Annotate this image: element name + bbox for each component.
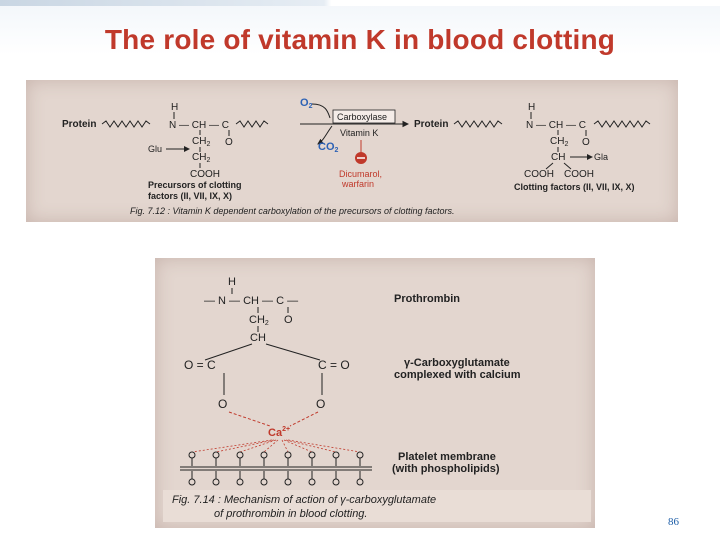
h-right: H — [528, 102, 535, 113]
ch2-right: CH2 — [550, 136, 568, 148]
zigzag-chain-left — [101, 120, 151, 128]
figure-7-14: H — N — CH — C — CH2 O CH O = C C = O O … — [163, 276, 591, 522]
co2-arrow — [317, 125, 333, 145]
figure-7-12: Protein H N — CH — C O CH2 CH2 COOH Glu … — [62, 97, 651, 216]
cooh-left: COOH — [190, 169, 220, 180]
zigzag-chain-right — [453, 120, 503, 128]
o2-arrow — [311, 103, 331, 119]
figure-7-14-caption-line-1: Fig. 7.14 : Mechanism of action of γ-car… — [172, 494, 436, 506]
gamma-label-1: γ-Carboxyglutamate — [404, 357, 510, 369]
o2-label: O2 — [300, 97, 313, 110]
platelet-membrane-drawing — [180, 451, 372, 486]
cooh-right-2: COOH — [564, 169, 594, 180]
ch2-left: CH2 — [192, 136, 210, 148]
ch-label: CH — [250, 332, 266, 344]
page-number: 86 — [668, 516, 679, 528]
figure-7-12-caption: Fig. 7.12 : Vitamin K dependent carboxyl… — [130, 206, 455, 216]
slide-title: The role of vitamin K in blood clotting — [104, 24, 616, 55]
prothrombin-label: Prothrombin — [394, 293, 460, 305]
o-right: O — [582, 137, 590, 148]
platelet-label-1: Platelet membrane — [398, 451, 496, 463]
platelet-label-2: (with phospholipids) — [392, 463, 500, 475]
ch2-label: CH2 — [249, 314, 269, 327]
o-minus-right: O — [316, 397, 325, 411]
calcium-ion: Ca2+ — [268, 426, 290, 439]
o-c-left: O = C — [184, 358, 216, 372]
warfarin-label: warfarin — [341, 179, 374, 189]
carboxylase-box — [332, 109, 396, 124]
gamma-label-2: complexed with calcium — [394, 369, 521, 381]
figure-7-14-caption-line-2: of prothrombin in blood clotting. — [214, 508, 367, 520]
backbone-right: N — CH — C — [526, 120, 586, 131]
cooh-right-1: COOH — [524, 169, 554, 180]
bond-cooh-right-2 — [563, 162, 572, 170]
backbone: — N — CH — C — — [204, 295, 298, 307]
protein-left-label: Protein — [62, 119, 96, 130]
vitamin-k-label: Vitamin K — [340, 128, 378, 138]
zigzag-chain-right-2 — [593, 120, 651, 128]
o-left: O — [225, 137, 233, 148]
gla-label: Gla — [594, 152, 608, 162]
figure-7-14-caption-box — [163, 490, 591, 522]
ionic-bond-left — [228, 411, 271, 427]
h-label: H — [228, 276, 236, 288]
carboxylase-label: Carboxylase — [337, 112, 387, 122]
bond-right-carboxyl — [265, 343, 321, 361]
bond-left-carboxyl — [204, 343, 253, 361]
backbone-left: N — CH — C — [169, 120, 229, 131]
zigzag-chain-left-2 — [235, 120, 269, 128]
protein-right-label: Protein — [414, 119, 448, 130]
figure-7-14-scan — [155, 258, 595, 528]
ch2-left-2: CH2 — [192, 152, 210, 164]
figure-7-12-scan — [26, 80, 678, 222]
title-band — [0, 0, 720, 78]
h-left: H — [171, 102, 178, 113]
co2-label: CO2 — [318, 141, 339, 154]
glu-label: Glu — [148, 144, 162, 154]
o-minus-left: O — [218, 397, 227, 411]
dicumarol-label: Dicumarol, — [339, 169, 382, 179]
ionic-bond-right — [289, 411, 319, 427]
c-o-right: C = O — [318, 358, 350, 372]
bond-cooh-right-1 — [545, 162, 554, 170]
precursors-line-2: factors (II, VII, IX, X) — [148, 191, 232, 201]
calcium-membrane-links — [191, 439, 361, 453]
o-carbonyl: O — [284, 314, 293, 326]
precursors-line-1: Precursors of clotting — [148, 180, 242, 190]
ch-right: CH — [551, 152, 565, 163]
clotting-factors-label: Clotting factors (II, VII, IX, X) — [514, 182, 635, 192]
